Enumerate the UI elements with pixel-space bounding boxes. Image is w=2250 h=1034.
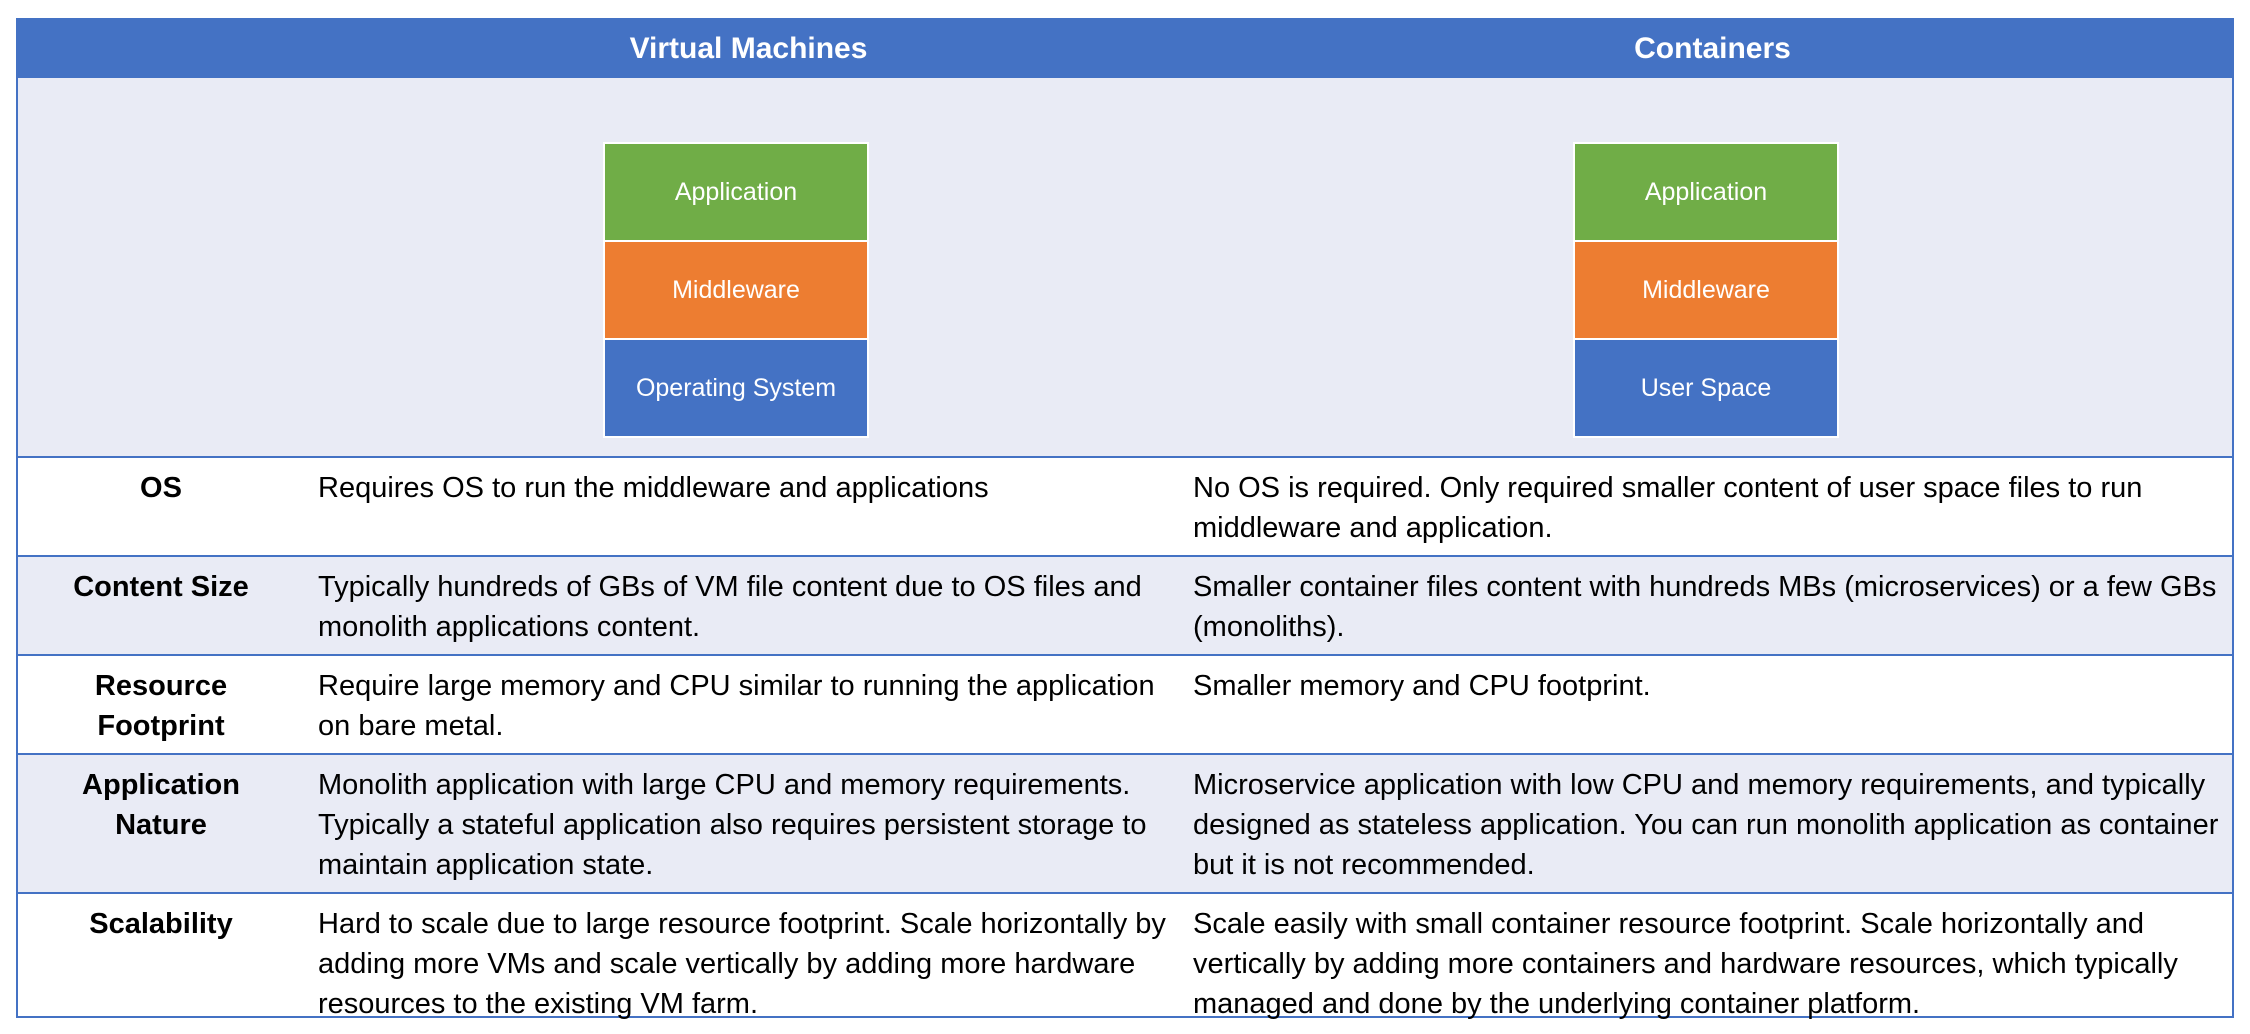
container-cell: Smaller container files content with hun… <box>1193 571 2217 643</box>
table-row-resource-footprint: Resource Footprint Require large memory … <box>18 656 2232 755</box>
vm-cell: Requires OS to run the middleware and ap… <box>318 472 989 504</box>
row-label: Application Nature <box>82 769 240 841</box>
row-label: Scalability <box>89 908 233 940</box>
container-user-space-layer: User Space <box>1573 338 1839 438</box>
row-label: OS <box>140 472 182 504</box>
table-row-scalability: Scalability Hard to scale due to large r… <box>18 894 2232 1020</box>
header-containers: Containers <box>1634 32 1791 65</box>
architecture-stack-row: Application Middleware Operating System … <box>18 78 2232 458</box>
table-row-content-size: Content Size Typically hundreds of GBs o… <box>18 557 2232 656</box>
container-cell: Scale easily with small container resour… <box>1193 908 2178 1020</box>
table-row-os: OS Requires OS to run the middleware and… <box>18 458 2232 557</box>
vm-operating-system-layer: Operating System <box>603 338 869 438</box>
vm-stack-diagram: Application Middleware Operating System <box>603 142 869 438</box>
table-header: Virtual Machines Containers <box>18 20 2232 78</box>
container-middleware-layer: Middleware <box>1573 240 1839 340</box>
vm-cell: Hard to scale due to large resource foot… <box>318 908 1166 1020</box>
container-cell: No OS is required. Only required smaller… <box>1193 472 2143 544</box>
container-stack-diagram: Application Middleware User Space <box>1573 142 1839 438</box>
row-label: Content Size <box>73 571 249 603</box>
container-application-layer: Application <box>1573 142 1839 242</box>
container-cell: Smaller memory and CPU footprint. <box>1193 670 1651 702</box>
vm-cell: Typically hundreds of GBs of VM file con… <box>318 571 1142 643</box>
row-label: Resource Footprint <box>94 670 228 742</box>
vm-cell: Monolith application with large CPU and … <box>318 769 1147 881</box>
table-row-application-nature: Application Nature Monolith application … <box>18 755 2232 894</box>
comparison-table: Virtual Machines Containers Application … <box>16 18 2234 1020</box>
vm-application-layer: Application <box>603 142 869 242</box>
vm-cell: Require large memory and CPU similar to … <box>318 670 1155 742</box>
header-virtual-machines: Virtual Machines <box>629 32 868 65</box>
vm-middleware-layer: Middleware <box>603 240 869 340</box>
container-cell: Microservice application with low CPU an… <box>1193 769 2219 881</box>
